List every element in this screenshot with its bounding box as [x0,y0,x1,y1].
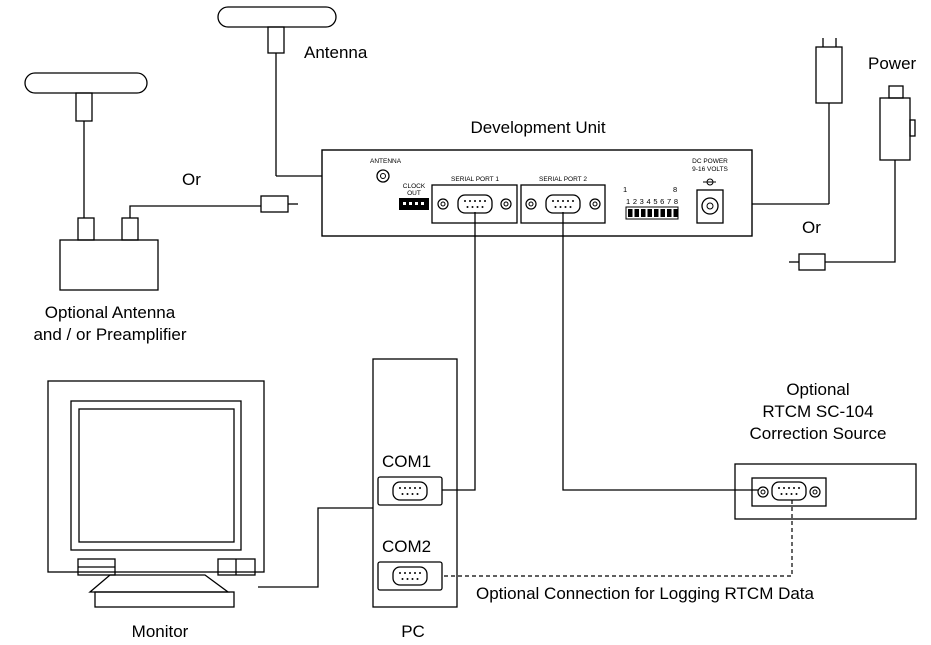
development-unit [321,149,753,237]
power-label: Power [868,54,917,73]
panel-dc-power-label-1: DC POWER [692,158,728,165]
or-left-label: Or [182,170,201,189]
rtcm-label-1: Optional [786,380,849,399]
monitor-label: Monitor [132,622,189,641]
dip-right-number: 8 [673,185,677,194]
dip-left-number: 1 [623,185,627,194]
rtcm-label-2: RTCM SC-104 [762,402,873,421]
cable-monitor-pc [258,507,373,588]
panel-serial-port-2-label: SERIAL PORT 2 [539,176,587,183]
development-unit-label: Development Unit [470,118,605,137]
panel-dc-power-label-2: 9-16 VOLTS [692,166,728,173]
pc [372,358,458,608]
monitor [47,380,265,608]
com1-label: COM1 [382,452,431,471]
com2-label: COM2 [382,537,431,556]
panel-antenna-label: ANTENNA [370,158,402,165]
cable-logging-dashed [442,500,793,577]
cable-port2-rtcm [562,212,759,491]
logging-connection-label: Optional Connection for Logging RTCM Dat… [476,584,815,603]
dip-switch-numbers: 1 2 3 4 5 6 7 8 [626,197,678,206]
rtcm-label-3: Correction Source [749,424,886,443]
antenna-label: Antenna [304,43,368,62]
optional-antenna-label-2: and / or Preamplifier [33,325,186,344]
or-right-label: Or [802,218,821,237]
cable-port1-com1 [442,212,476,491]
power-adapter-2 [789,85,916,271]
pc-label: PC [401,622,425,641]
panel-serial-port-1-label: SERIAL PORT 1 [451,176,499,183]
panel-clock-label-1: CLOCK [403,183,426,190]
optional-antenna-label-1: Optional Antenna [45,303,176,322]
panel-clock-label-2: OUT [407,190,421,197]
optional-antenna [24,72,298,291]
rtcm-correction-source [734,463,917,520]
